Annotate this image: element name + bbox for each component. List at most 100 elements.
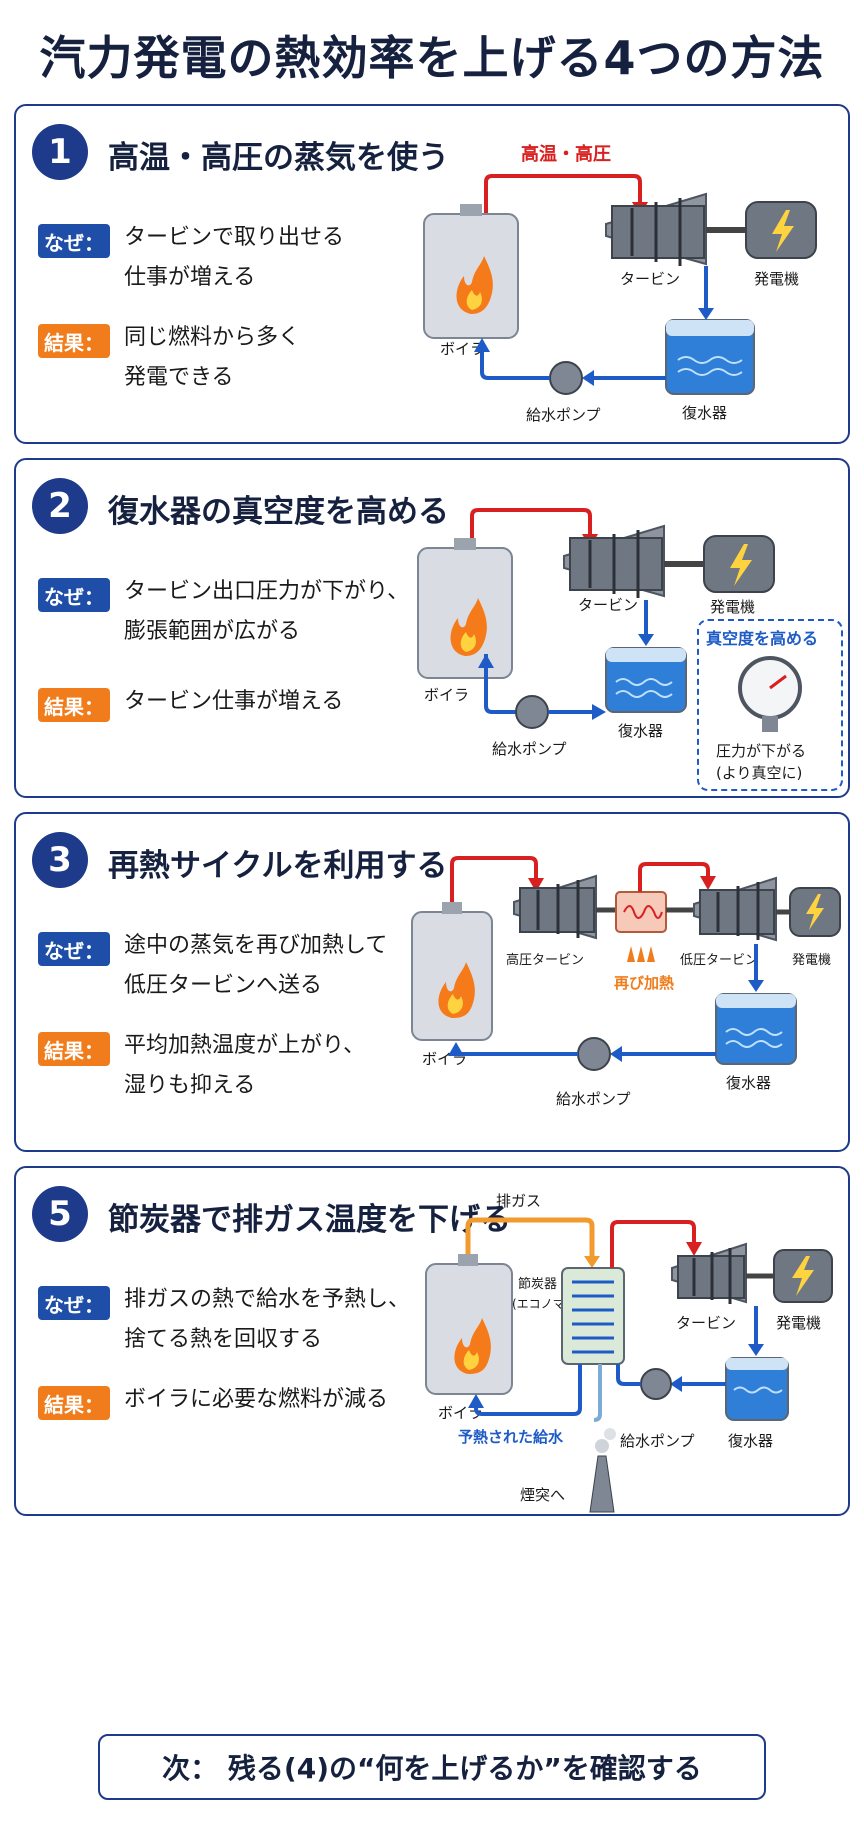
lightning-icon	[806, 894, 824, 930]
why-text: 排ガスの熱で給水を予熱し、 捨てる熱を回収する	[124, 1287, 411, 1352]
feedwater-line	[454, 1047, 578, 1056]
pump-icon	[577, 1037, 611, 1071]
vacuum-title: 真空度を高める	[706, 629, 818, 648]
gauge-needle	[769, 674, 787, 690]
flame-core-icon	[447, 994, 463, 1014]
reheater-icon	[615, 891, 667, 933]
why-text: タービンで取り出せる 仕事が増える	[124, 225, 345, 290]
why-tag: なぜ：	[38, 932, 110, 966]
boiler-icon	[411, 911, 493, 1041]
section-number-badge: 3	[32, 832, 88, 888]
flow-arrow	[748, 980, 764, 992]
cycle-diagram: ボイラ タービン 発電機 復水器 給水ポンプ	[417, 508, 843, 791]
water-wave	[725, 1028, 783, 1036]
pump-icon	[640, 1368, 672, 1400]
steam-arrow	[700, 876, 716, 890]
flow-arrow	[474, 338, 490, 352]
section-heading: 再熱サイクルを利用する	[108, 848, 448, 884]
section-number-badge: 5	[32, 1186, 88, 1242]
flow-arrow	[592, 704, 606, 720]
hp-turbine-label: 高圧タービン	[506, 952, 584, 968]
flow-arrow	[748, 1344, 764, 1356]
exhaust-gas-line	[465, 1217, 595, 1258]
water-wave	[615, 678, 673, 686]
flow-arrow	[638, 634, 654, 646]
flow-arrow	[582, 370, 594, 386]
why-text: タービン出口圧力が下がり、 膨張範囲が広がる	[124, 579, 410, 644]
turbine-label: タービン	[578, 596, 638, 614]
boiler-icon	[417, 547, 513, 679]
section-card-3: 3 再熱サイクルを利用する なぜ： 途中の蒸気を再び加熱して 低圧タービンへ送る…	[14, 812, 850, 1152]
condenser-top	[606, 648, 686, 662]
pump-label: 給水ポンプ	[620, 1432, 695, 1450]
water-wave	[615, 690, 673, 698]
cycle-diagram: 高温・高圧 ボイラ タービン 発電機	[423, 143, 817, 424]
flame-icon	[450, 598, 487, 656]
why-tag: なぜ：	[38, 578, 110, 612]
flame-icon	[454, 1318, 491, 1374]
steam-label: 高温・高圧	[521, 143, 611, 165]
condenser-top	[726, 1358, 788, 1370]
section-heading: 高温・高圧の蒸気を使う	[108, 140, 449, 176]
result-tag: 結果：	[38, 324, 110, 358]
feedwater-line	[480, 350, 550, 380]
result-tag: 結果：	[38, 688, 110, 722]
chimney-icon	[589, 1455, 615, 1513]
reheat-cycle-diagram: ボイラ 高圧タービン 再び加熱 低圧タービン	[411, 856, 841, 1108]
flow-arrow	[478, 654, 494, 668]
generator-label: 発電機	[710, 598, 755, 616]
heat-arrow	[627, 946, 635, 962]
flame-core-icon	[466, 290, 482, 310]
economizer-icon	[561, 1267, 625, 1365]
steam-line	[470, 508, 592, 544]
economizer-coil	[572, 1280, 614, 1354]
pump-label: 給水ポンプ	[526, 406, 601, 424]
water-wave	[677, 368, 743, 376]
steam-line	[610, 1220, 696, 1268]
section-card-1: 1 高温・高圧の蒸気を使う なぜ： タービンで取り出せる 仕事が増える 結果： …	[14, 104, 850, 444]
boiler-icon	[423, 213, 519, 339]
result-tag: 結果：	[38, 1032, 110, 1066]
next-step-banner: 次： 残る(4)の“何を上げるか”を確認する	[98, 1734, 766, 1800]
water-wave	[733, 1386, 783, 1394]
generator-label: 発電機	[776, 1314, 821, 1332]
economizer-label: 節炭器	[518, 1277, 557, 1292]
boiler-cap	[458, 1254, 478, 1266]
condenser-label: 復水器	[618, 722, 663, 740]
flue-line	[593, 1364, 602, 1422]
lightning-icon	[792, 1256, 814, 1296]
page-title: 汽力発電の熱効率を上げる4つの方法	[39, 31, 825, 85]
result-text: タービン仕事が増える	[124, 689, 344, 714]
condenser-label: 復水器	[682, 404, 727, 422]
flame-core-icon	[463, 1350, 479, 1370]
boiler-cap	[460, 204, 482, 216]
preheated-label: 予熱された給水	[458, 1428, 564, 1446]
generator-label: 発電機	[754, 270, 799, 288]
boiler-label: ボイラ	[424, 686, 469, 704]
pump-label: 給水ポンプ	[556, 1090, 631, 1108]
feedwater-line	[616, 1364, 641, 1386]
why-tag: なぜ：	[38, 1286, 110, 1320]
section-card-5: 5 節炭器で排ガス温度を下げる なぜ： 排ガスの熱で給水を予熱し、 捨てる熱を回…	[14, 1166, 850, 1516]
flow-arrow	[698, 308, 714, 320]
condenser-top	[716, 994, 796, 1008]
steam-arrow	[528, 878, 544, 892]
flame-icon	[456, 256, 493, 314]
turbine-label: タービン	[676, 1314, 736, 1332]
water-wave	[677, 356, 743, 364]
generator-label: 発電機	[792, 953, 831, 968]
exhaust-label: 排ガス	[496, 1192, 541, 1210]
why-tag: なぜ：	[38, 224, 110, 258]
heat-arrow	[647, 946, 655, 962]
feedwater-line	[484, 654, 516, 714]
vacuum-note-line2: (より真空に)	[716, 764, 802, 782]
heat-arrow	[637, 946, 645, 962]
lightning-icon	[730, 544, 752, 586]
pump-icon	[515, 695, 549, 729]
steam-arrow	[686, 1242, 702, 1256]
result-text: 平均加熱温度が上がり、 湿りも抑える	[124, 1033, 366, 1098]
lp-turbine-label: 低圧タービン	[680, 953, 758, 968]
smoke-icon	[595, 1439, 609, 1453]
result-text: 同じ燃料から多く 発電できる	[124, 325, 301, 390]
